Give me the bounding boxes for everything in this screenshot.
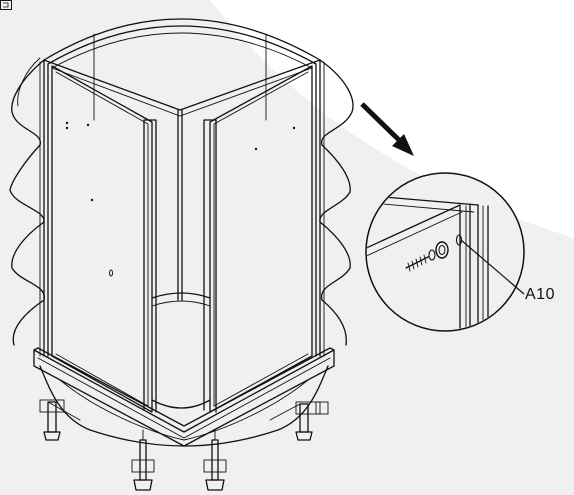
callout-leader	[460, 239, 525, 295]
right-wall-swirls	[319, 59, 354, 346]
left-door-panel	[51, 65, 157, 413]
back-corner-post	[177, 109, 183, 301]
right-door-panel	[203, 65, 313, 413]
detail-magnifier	[365, 172, 525, 332]
tray-legs	[39, 399, 329, 491]
washer-icon	[435, 241, 449, 259]
part-label-a10: A10	[525, 286, 555, 303]
top-arc	[43, 18, 321, 69]
back-top-frame	[43, 59, 321, 111]
direction-arrow-icon	[360, 102, 414, 156]
left-wall-profile	[43, 59, 49, 357]
background-swoosh	[210, 0, 574, 238]
screw-icon	[405, 249, 436, 272]
shower-cabin	[9, 18, 354, 491]
shower-tray	[33, 292, 335, 447]
corner-mark-icon	[0, 0, 12, 10]
left-wall-swirls	[9, 57, 45, 346]
right-wall-profile	[315, 59, 321, 357]
